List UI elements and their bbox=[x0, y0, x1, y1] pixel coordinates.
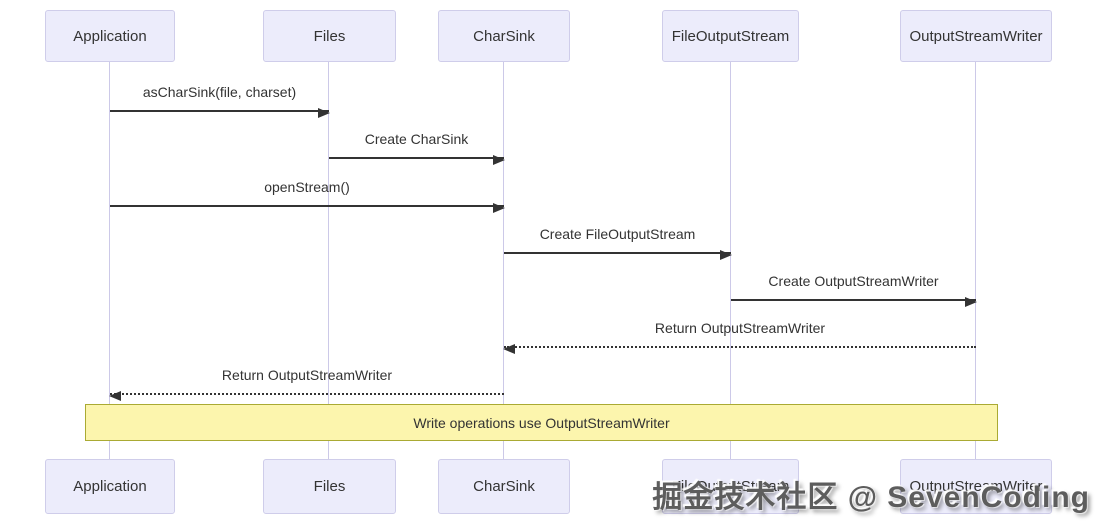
arrow-left-icon bbox=[109, 391, 504, 401]
arrow-right-icon bbox=[329, 155, 505, 165]
message-label: Create CharSink bbox=[364, 131, 469, 147]
message-label: Return OutputStreamWriter bbox=[221, 367, 393, 383]
actor-label: Application bbox=[73, 478, 147, 495]
actor-fileoutputstream-top: FileOutputStream bbox=[662, 10, 799, 62]
actor-application-top: Application bbox=[45, 10, 175, 62]
arrow-right-icon bbox=[504, 250, 732, 260]
message-label: openStream() bbox=[264, 179, 350, 195]
lifeline-outputstreamwriter bbox=[975, 62, 976, 459]
actor-files-bottom: Files bbox=[263, 459, 396, 514]
actor-label: FileOutputStream bbox=[671, 478, 790, 495]
note-write-operations: Write operations use OutputStreamWriter bbox=[85, 404, 998, 441]
watermark: 掘金技术社区 @ SevenCoding bbox=[652, 481, 1090, 514]
message-create-outputstreamwriter: Create OutputStreamWriter bbox=[731, 267, 977, 307]
note-label: Write operations use OutputStreamWriter bbox=[413, 414, 670, 431]
actor-application-bottom: Application bbox=[45, 459, 175, 514]
message-label: Create FileOutputStream bbox=[539, 226, 696, 242]
message-create-charsink: Create CharSink bbox=[329, 125, 505, 165]
lifeline-charsink bbox=[503, 62, 504, 459]
actor-label: Application bbox=[73, 27, 147, 45]
actor-outputstreamwriter-bottom: OutputStreamWriter bbox=[900, 459, 1052, 514]
message-return-to-application: Return OutputStreamWriter bbox=[109, 361, 504, 401]
arrow-right-icon bbox=[731, 297, 977, 307]
actor-files-top: Files bbox=[263, 10, 396, 62]
message-label: Return OutputStreamWriter bbox=[654, 320, 826, 336]
message-return-to-charsink: Return OutputStreamWriter bbox=[503, 314, 976, 354]
actor-charsink-top: CharSink bbox=[438, 10, 570, 62]
lifeline-application bbox=[109, 62, 110, 459]
lifeline-files bbox=[328, 62, 329, 459]
message-label: asCharSink(file, charset) bbox=[142, 84, 297, 100]
arrow-right-icon bbox=[110, 108, 330, 118]
actor-label: CharSink bbox=[473, 478, 535, 495]
actor-label: Files bbox=[313, 27, 346, 45]
actor-outputstreamwriter-top: OutputStreamWriter bbox=[900, 10, 1052, 62]
arrow-left-icon bbox=[503, 344, 976, 354]
actor-fileoutputstream-bottom: FileOutputStream bbox=[662, 459, 799, 514]
arrow-right-icon bbox=[110, 203, 505, 213]
message-ascharsink: asCharSink(file, charset) bbox=[110, 78, 330, 118]
actor-label: OutputStreamWriter bbox=[909, 478, 1043, 495]
actor-label: OutputStreamWriter bbox=[909, 27, 1043, 45]
actor-label: Files bbox=[313, 478, 346, 495]
message-label: Create OutputStreamWriter bbox=[768, 273, 939, 289]
actor-charsink-bottom: CharSink bbox=[438, 459, 570, 514]
actor-label: FileOutputStream bbox=[671, 27, 790, 45]
actor-label: CharSink bbox=[473, 27, 535, 45]
lifeline-fileoutputstream bbox=[730, 62, 731, 459]
message-openstream: openStream() bbox=[110, 173, 505, 213]
message-create-fileoutputstream: Create FileOutputStream bbox=[504, 220, 732, 260]
